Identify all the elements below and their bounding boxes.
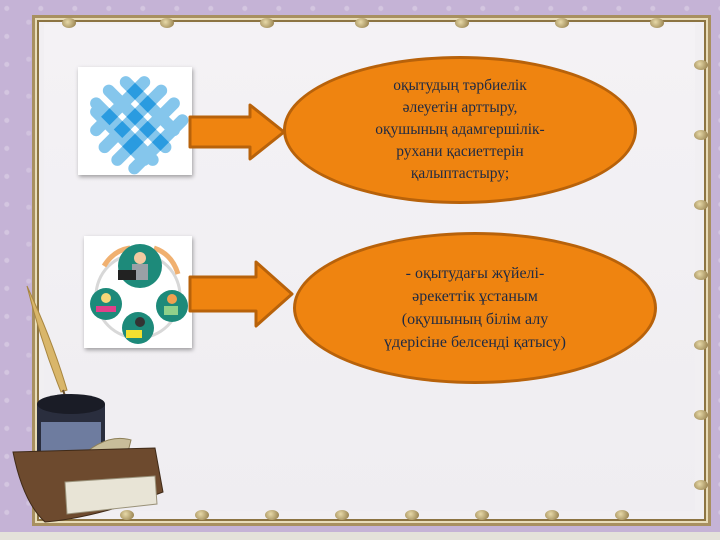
collaboration-card [84, 236, 192, 348]
quill-inkwell-books-icon [12, 285, 164, 523]
frame-ornament [62, 18, 76, 28]
goal-text-2: - оқытудағы жүйелі- әрекеттік ұстаным (о… [384, 265, 566, 351]
people-collaboration-cycle-icon [90, 244, 188, 344]
frame-ornament [265, 510, 279, 520]
frame-ornament [615, 510, 629, 520]
frame-ornament [694, 340, 708, 350]
frame-ornament [475, 510, 489, 520]
frame-ornament [355, 18, 369, 28]
right-arrow-icon [188, 260, 294, 328]
frame-ornament [694, 200, 708, 210]
frame-ornament [545, 510, 559, 520]
frame-ornament [260, 18, 274, 28]
frame-ornament [694, 60, 708, 70]
goal-ellipse-2: - оқытудағы жүйелі- әрекеттік ұстаным (о… [293, 232, 657, 384]
goal-ellipse-1: оқытудың тәрбиелік әлеуетін арттыру, оқу… [283, 56, 637, 204]
frame-ornament [455, 18, 469, 28]
goal-text-1: оқытудың тәрбиелік әлеуетін арттыру, оқу… [375, 77, 545, 182]
frame-ornament [694, 410, 708, 420]
frame-ornament [694, 270, 708, 280]
right-arrow-icon [188, 103, 286, 161]
frame-ornament [160, 18, 174, 28]
frame-ornament [555, 18, 569, 28]
frame-ornament [120, 510, 134, 520]
frame-ornament [335, 510, 349, 520]
lattice-logo-card [78, 67, 192, 175]
frame-ornament [650, 18, 664, 28]
frame-ornament [694, 480, 708, 490]
frame-ornament [694, 130, 708, 140]
bottom-strip [0, 532, 720, 540]
blue-woven-lattice-logo-icon [90, 76, 189, 175]
frame-ornament [195, 510, 209, 520]
frame-ornament [405, 510, 419, 520]
